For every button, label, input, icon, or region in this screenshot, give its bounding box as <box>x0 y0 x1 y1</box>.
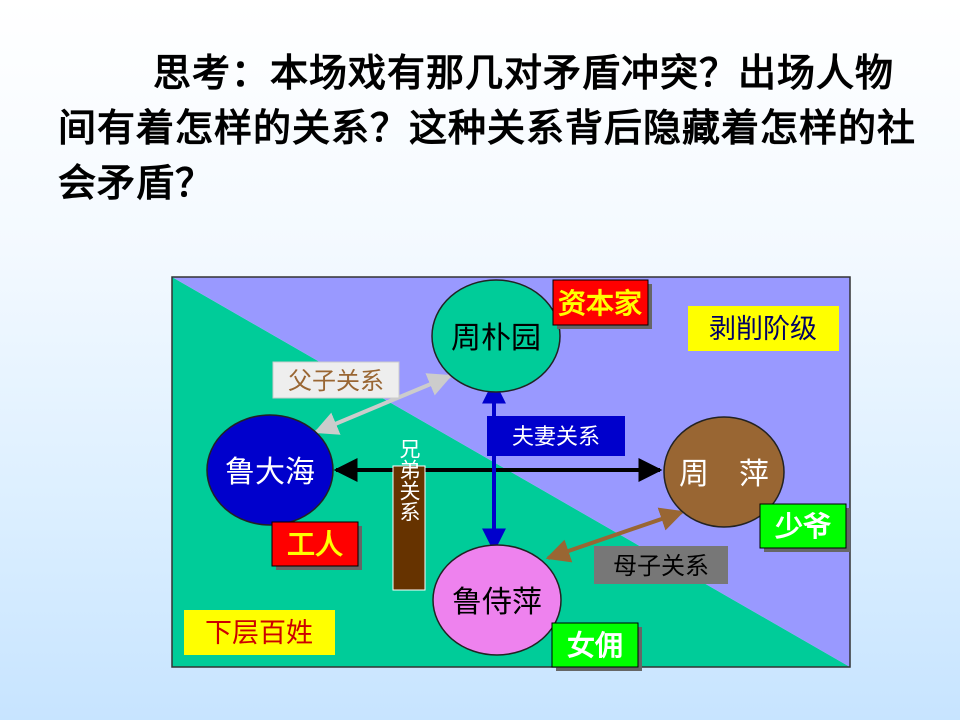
capitalist-tag: 资本家 <box>552 279 652 329</box>
mother-son-tag: 母子关系 <box>594 546 728 584</box>
common-people-text: 下层百姓 <box>205 618 313 649</box>
question-text: 思考：本场戏有那几对矛盾冲突？出场人物间有着怎样的关系？这种关系背后隐藏着怎样的… <box>58 51 917 205</box>
maid-tag: 女佣 <box>551 622 642 671</box>
mother-son-text: 母子关系 <box>613 552 709 580</box>
lu-shiping-label: 鲁侍萍 <box>452 585 542 620</box>
node-lu-dahai: 鲁大海 <box>206 414 334 526</box>
diagram-frame <box>171 276 851 668</box>
husband-wife-tag: 夫妻关系 <box>487 416 625 456</box>
worker-text: 工人 <box>287 528 343 561</box>
husband-wife-text: 夫妻关系 <box>512 425 600 450</box>
node-zhou-ping: 周 萍 <box>663 416 785 528</box>
zhou-puyuan-label: 周朴园 <box>451 321 541 356</box>
brothers-tag: 兄弟关系 <box>392 438 426 591</box>
lu-dahai-label: 鲁大海 <box>225 455 315 490</box>
exploiting-class-tag: 剥削阶级 <box>688 306 839 351</box>
young-master-text: 少爷 <box>775 510 832 543</box>
maid-text: 女佣 <box>567 629 623 662</box>
worker-tag: 工人 <box>271 521 362 570</box>
capitalist-text: 资本家 <box>558 287 642 320</box>
node-zhou-puyuan: 周朴园 <box>431 279 561 393</box>
father-son-line <box>313 373 453 435</box>
common-people-tag: 下层百姓 <box>184 610 335 655</box>
zhou-ping-label: 周 萍 <box>679 457 769 492</box>
young-master-tag: 少爷 <box>759 503 850 552</box>
mother-son-line <box>545 507 685 563</box>
father-son-text: 父子关系 <box>288 367 384 395</box>
father-son-tag: 父子关系 <box>272 361 400 399</box>
brothers-text: 兄弟关系 <box>397 438 421 522</box>
exploiting-class-text: 剥削阶级 <box>709 314 817 345</box>
node-lu-shiping: 鲁侍萍 <box>432 544 562 656</box>
